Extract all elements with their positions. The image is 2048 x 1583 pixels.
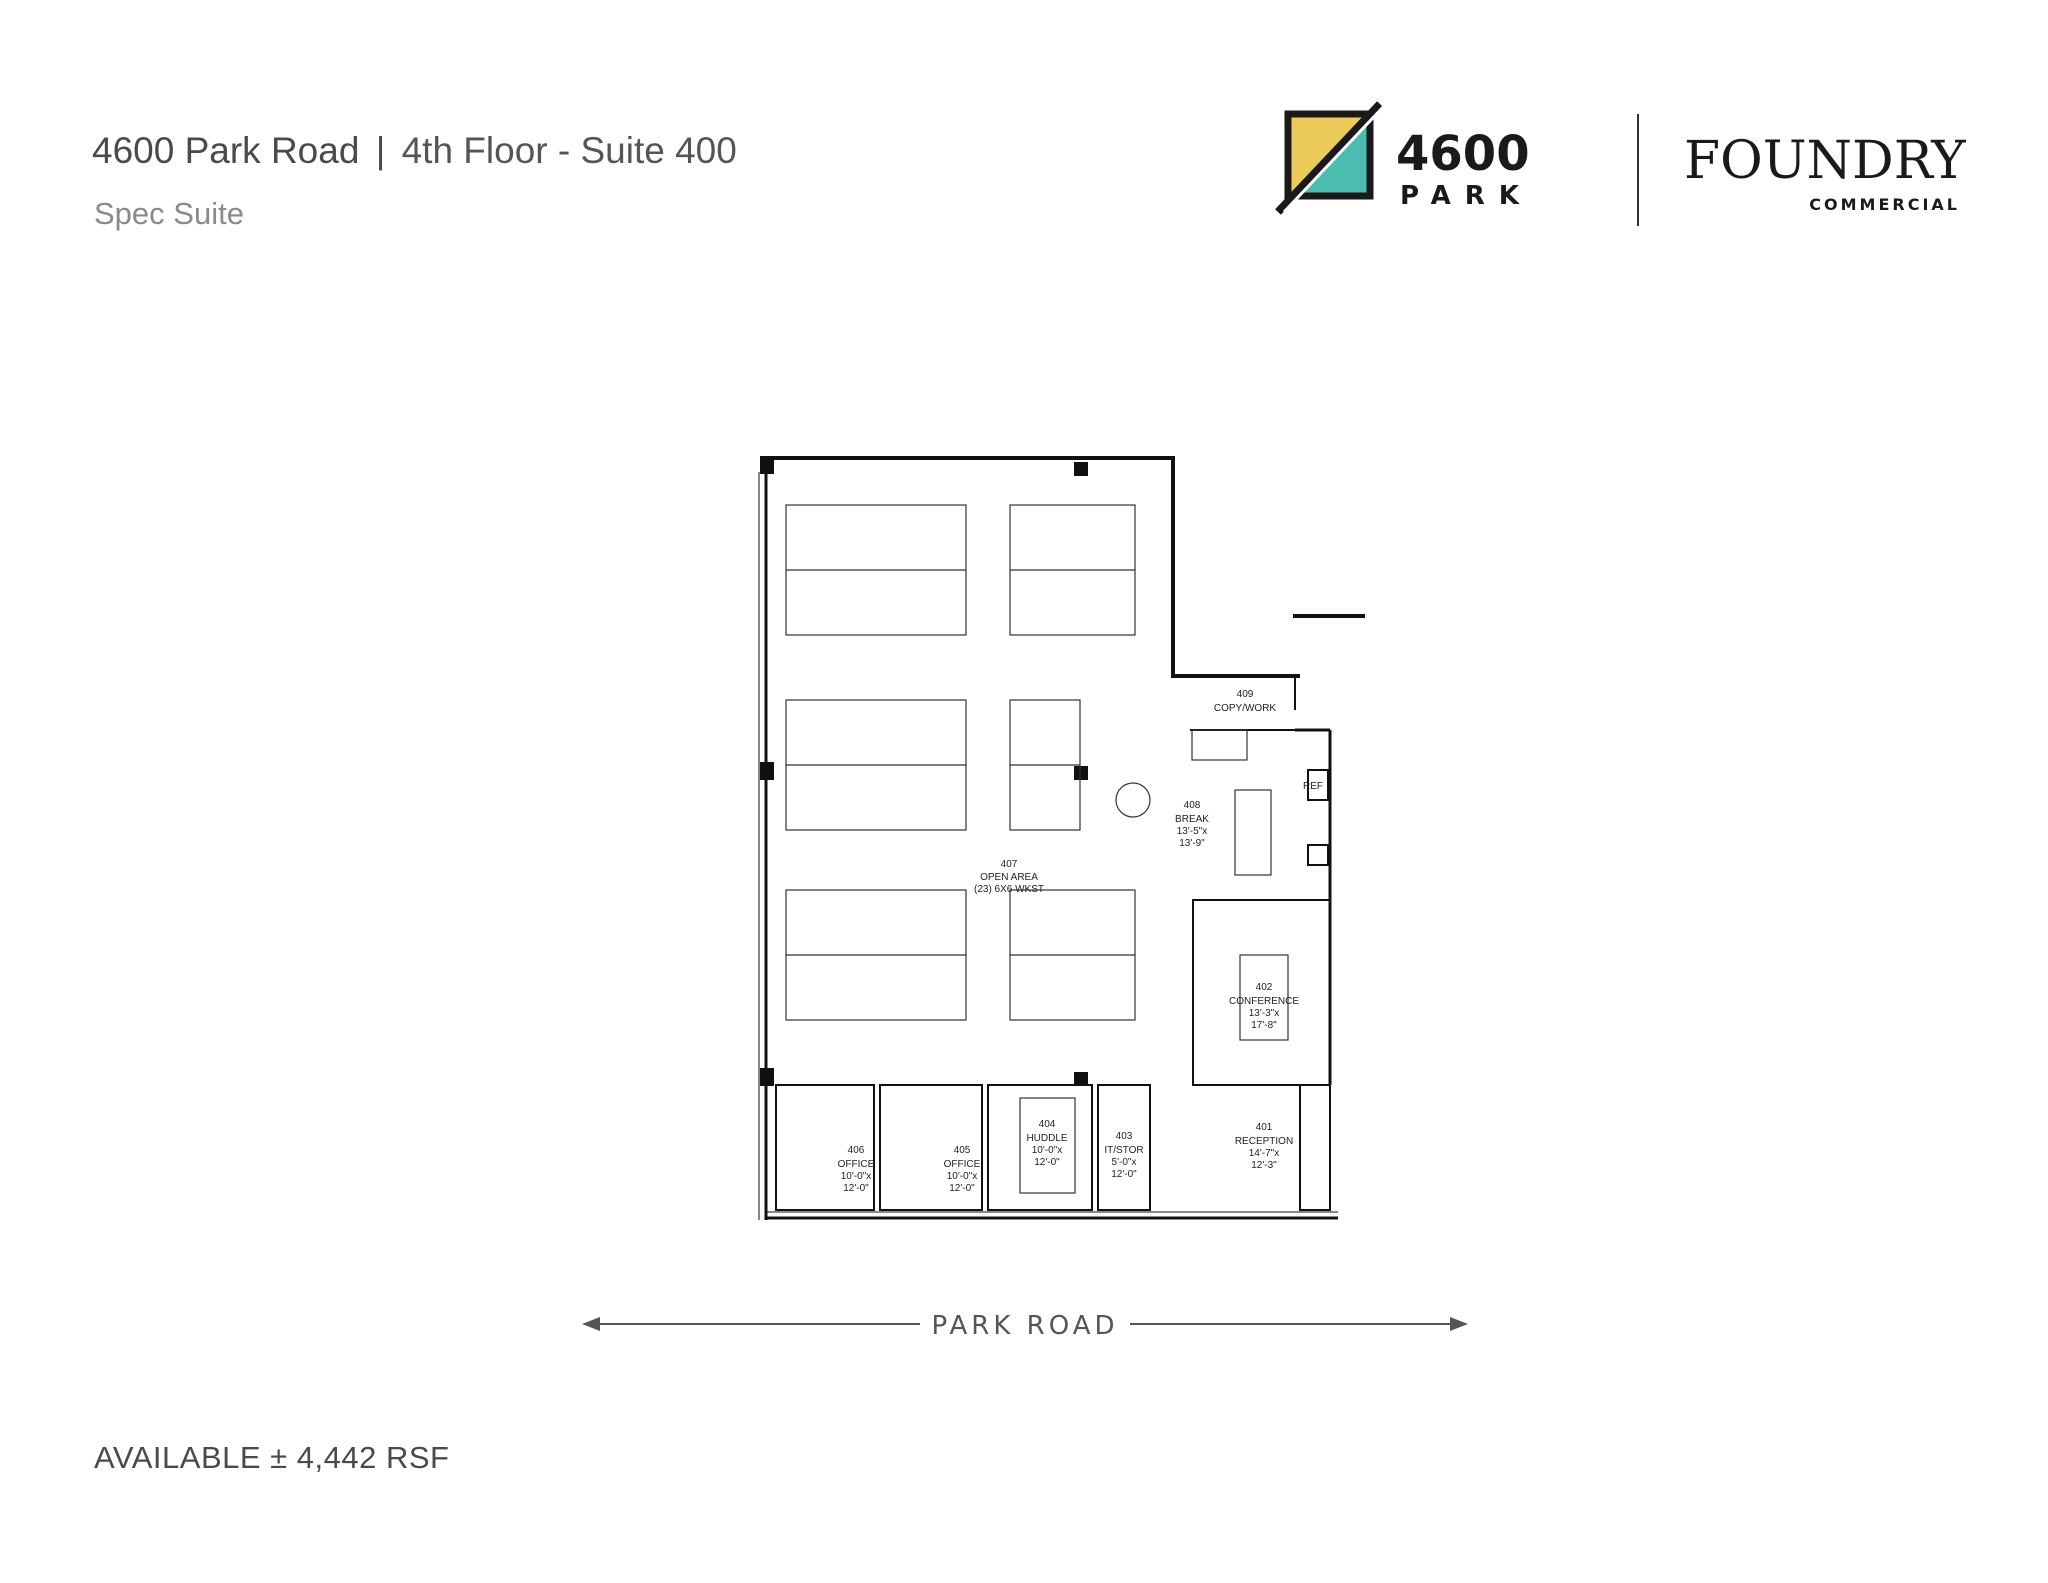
street-label: PARK ROAD bbox=[931, 1311, 1118, 1341]
logo-slash bbox=[1275, 101, 1383, 215]
itstor-name: IT/STOR bbox=[1104, 1145, 1143, 1156]
street-indicator: PARK ROAD bbox=[582, 1311, 1468, 1341]
logo-park-word: PARK bbox=[1400, 181, 1533, 211]
logo-frame bbox=[1284, 110, 1374, 200]
exterior-wall-top bbox=[766, 456, 1300, 678]
office-405-number: 405 bbox=[954, 1145, 971, 1156]
conference-dim1: 13'-3"x bbox=[1249, 1008, 1279, 1019]
round-table bbox=[1115, 782, 1151, 818]
office-405-dim2: 12'-0" bbox=[949, 1183, 975, 1194]
street-arrow-right-head bbox=[1450, 1317, 1468, 1331]
foundry-word: FOUNDRY bbox=[1684, 131, 1966, 191]
logo-number: 4600 bbox=[1396, 126, 1530, 182]
foundry-logo: FOUNDRY COMMERCIAL bbox=[1684, 131, 1966, 214]
4600-park-logo: 4600 PARK bbox=[1275, 101, 1533, 215]
conference-table bbox=[1239, 954, 1289, 1041]
huddle-name: HUDDLE bbox=[1026, 1133, 1067, 1144]
break-number: 408 bbox=[1184, 800, 1201, 811]
office-406-walls bbox=[775, 1084, 875, 1211]
logo-slash-gap bbox=[1282, 102, 1388, 214]
reception-east-wall bbox=[1299, 1084, 1331, 1211]
reception-number: 401 bbox=[1256, 1122, 1273, 1133]
reception-name: RECEPTION bbox=[1235, 1136, 1293, 1147]
reception-dim2: 12'-3" bbox=[1251, 1160, 1277, 1171]
copier bbox=[1191, 729, 1248, 761]
office-406-dim1: 10'-0"x bbox=[841, 1171, 871, 1182]
plan-columns bbox=[760, 456, 1088, 1086]
itstor-walls bbox=[1097, 1084, 1151, 1211]
ref-label: REF bbox=[1303, 781, 1323, 792]
office-405-walls bbox=[879, 1084, 983, 1211]
office-406-number: 406 bbox=[848, 1145, 865, 1156]
huddle-table bbox=[1019, 1097, 1076, 1194]
conference-number: 402 bbox=[1256, 982, 1273, 993]
page-title: 4600 Park Road | 4th Floor - Suite 400 bbox=[92, 130, 737, 172]
foundry-sub: COMMERCIAL bbox=[1809, 195, 1960, 214]
open-area-name: OPEN AREA bbox=[980, 872, 1038, 883]
open-area-desc: (23) 6X6 WKST bbox=[974, 884, 1044, 895]
address-title: 4600 Park Road bbox=[92, 130, 360, 171]
huddle-dim2: 12'-0" bbox=[1034, 1157, 1060, 1168]
title-separator: | bbox=[375, 130, 386, 171]
huddle-dim1: 10'-0"x bbox=[1032, 1145, 1062, 1156]
plan-walls bbox=[758, 456, 1365, 1220]
huddle-number: 404 bbox=[1039, 1119, 1056, 1130]
office-406-name: OFFICE bbox=[838, 1159, 875, 1170]
logo-area: 4600 PARK FOUNDRY COMMERCIAL bbox=[1275, 101, 1966, 226]
break-table bbox=[1234, 789, 1272, 876]
office-405-dim1: 10'-0"x bbox=[947, 1171, 977, 1182]
room-labels: 409 COPY/WORK 408 BREAK 13'-5"x 13'-9" R… bbox=[838, 689, 1323, 1194]
sink-box bbox=[1307, 844, 1329, 866]
office-406-dim2: 12'-0" bbox=[843, 1183, 869, 1194]
floor-suite: 4th Floor - Suite 400 bbox=[401, 130, 737, 171]
itstor-dim2: 12'-0" bbox=[1111, 1169, 1137, 1180]
itstor-dim1: 5'-0"x bbox=[1112, 1157, 1137, 1168]
availability-text: AVAILABLE ± 4,442 RSF bbox=[94, 1440, 450, 1475]
open-area-number: 407 bbox=[1001, 859, 1018, 870]
office-405-name: OFFICE bbox=[944, 1159, 981, 1170]
conference-dim2: 17'-8" bbox=[1251, 1020, 1277, 1031]
huddle-walls bbox=[987, 1084, 1093, 1211]
corridor-wall bbox=[1293, 614, 1365, 618]
itstor-number: 403 bbox=[1116, 1131, 1133, 1142]
workstations bbox=[785, 504, 1289, 1194]
copywork-number: 409 bbox=[1237, 689, 1254, 700]
break-name: BREAK bbox=[1175, 814, 1209, 825]
break-dim1: 13'-5"x bbox=[1177, 826, 1207, 837]
ref-box bbox=[1307, 769, 1329, 801]
page-subtitle: Spec Suite bbox=[94, 196, 244, 231]
break-dim2: 13'-9" bbox=[1179, 838, 1205, 849]
reception-dim1: 14'-7"x bbox=[1249, 1148, 1279, 1159]
conference-name: CONFERENCE bbox=[1229, 996, 1299, 1007]
conference-walls bbox=[1192, 899, 1331, 1086]
copywork-name: COPY/WORK bbox=[1214, 703, 1277, 714]
street-arrow-left-head bbox=[582, 1317, 600, 1331]
